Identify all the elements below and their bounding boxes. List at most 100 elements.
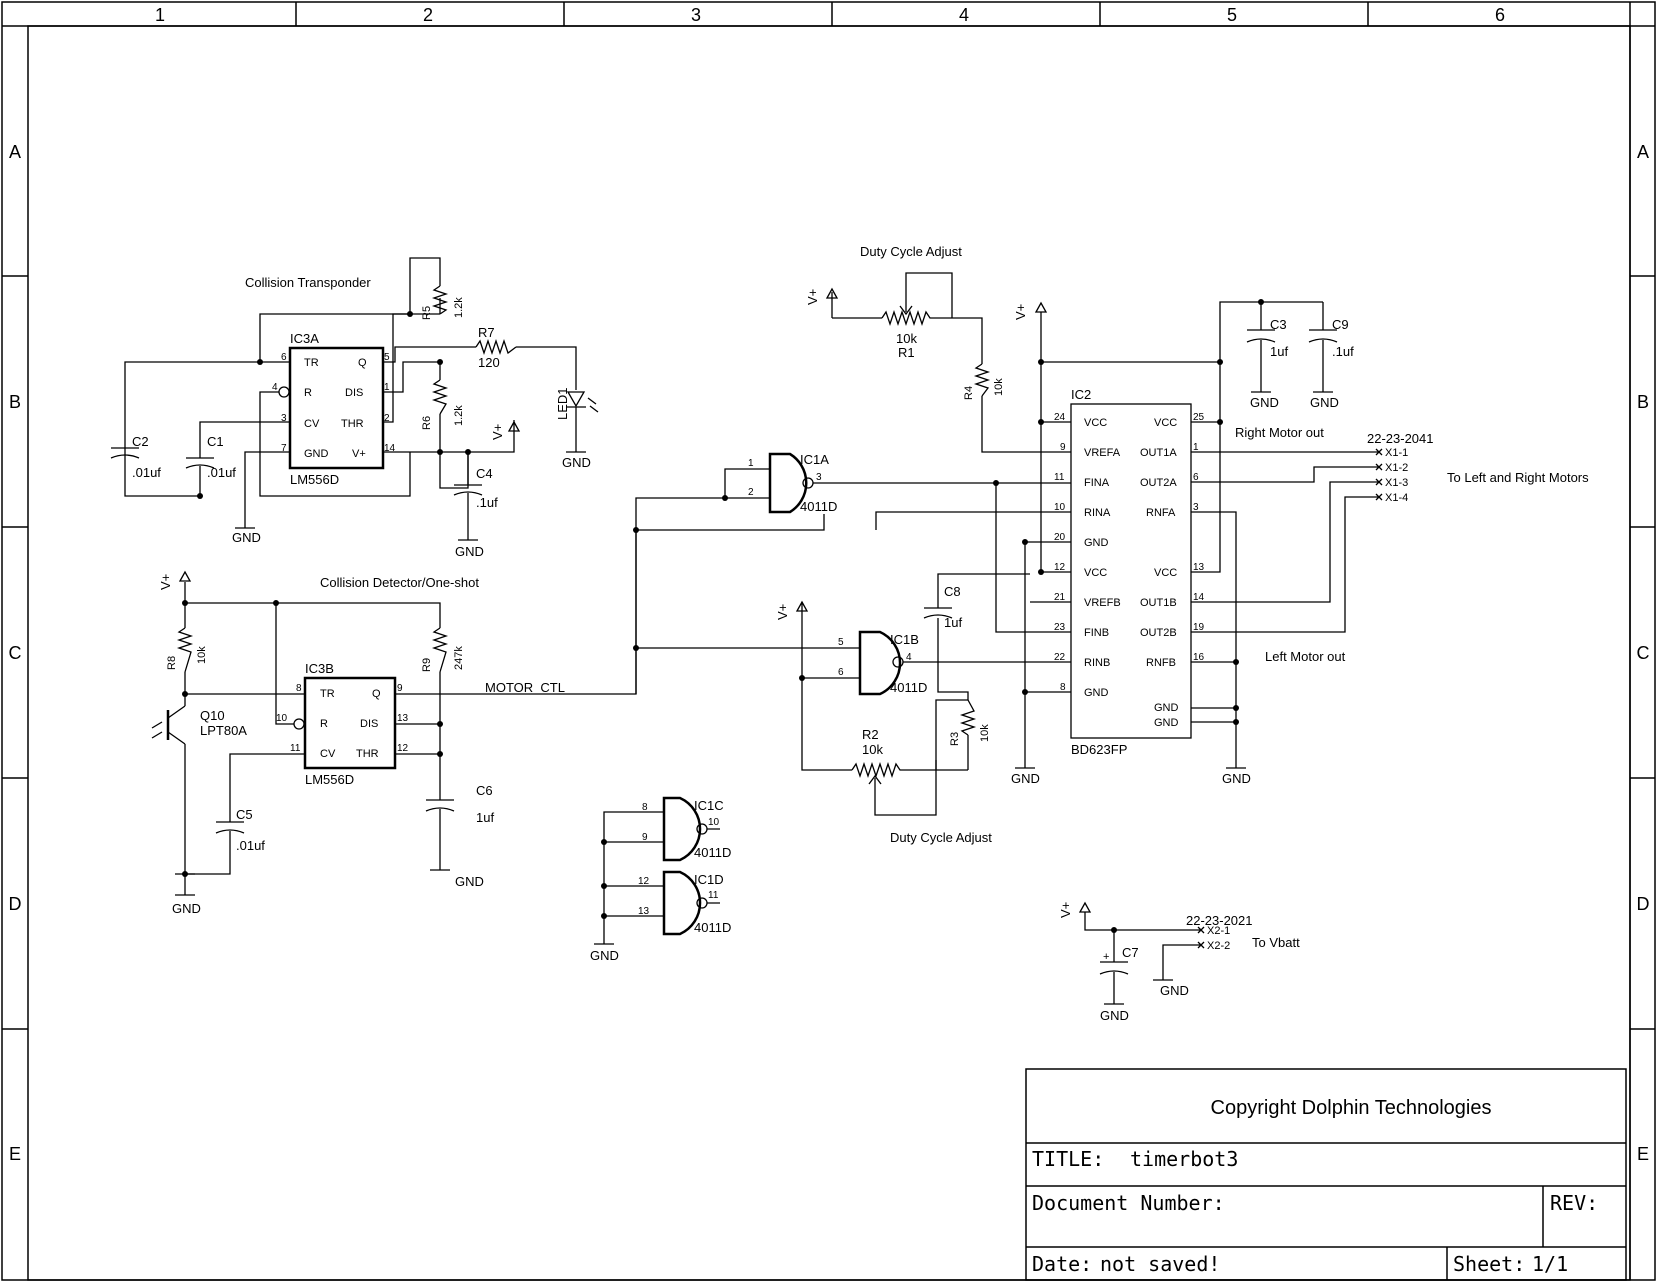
vplus-label-2: V+ bbox=[158, 574, 173, 590]
ic1d-out: 11 bbox=[708, 890, 719, 901]
ic2-pin-l4: GND bbox=[1084, 537, 1109, 549]
gnd-symbols-mid: GND GND bbox=[172, 869, 484, 916]
ic2-ref: IC2 bbox=[1071, 387, 1091, 402]
r3-ref: R3 bbox=[949, 732, 961, 746]
capacitor-c4: C4 .1uf bbox=[453, 452, 498, 540]
col-2: 2 bbox=[423, 5, 433, 25]
c5-value: .01uf bbox=[236, 838, 265, 853]
ic3b-num-13: 13 bbox=[397, 713, 409, 724]
title-value: timerbot3 bbox=[1130, 1147, 1238, 1171]
ic2-num-l1: 9 bbox=[1060, 442, 1066, 453]
vplus-gate: V+ bbox=[775, 600, 809, 620]
ic3a-part: LM556D bbox=[290, 472, 339, 487]
potentiometer-r2: R2 10k bbox=[851, 727, 937, 816]
x1-pin-4: X1-4 bbox=[1385, 492, 1408, 504]
x2-pin-2: X2-2 bbox=[1207, 940, 1230, 952]
ic1b-part: 4011D bbox=[890, 680, 927, 695]
ic2-pin-l7: FINB bbox=[1084, 627, 1109, 639]
ic1a-ref: IC1A bbox=[800, 452, 829, 467]
gnd-label-4: GND bbox=[172, 901, 201, 916]
x1-pin-1: X1-1 bbox=[1385, 447, 1408, 459]
ic3a-pin-r: R bbox=[304, 387, 312, 399]
r1-value: 10k bbox=[896, 331, 917, 346]
ic3a-num-1: 1 bbox=[384, 382, 390, 393]
ic3b-pin-dis: DIS bbox=[360, 718, 378, 730]
ic3b-pin-r: R bbox=[320, 718, 328, 730]
q10-ref: Q10 bbox=[200, 708, 225, 723]
capacitor-c6: C6 1uf bbox=[425, 783, 494, 825]
r6-ref: R6 bbox=[421, 416, 433, 430]
ic1d-in2: 13 bbox=[638, 906, 650, 917]
ic3b-ref: IC3B bbox=[305, 661, 334, 676]
gnd-symbols-top: GND GND GND bbox=[232, 450, 591, 559]
section-labels: Collision Transponder Collision Detector… bbox=[245, 244, 1589, 950]
r3-value: 10k bbox=[979, 724, 991, 742]
ic2-wires bbox=[875, 299, 1380, 768]
capacitor-c3: C3 1uf GND bbox=[1246, 317, 1288, 410]
ic2-pin-l5: VCC bbox=[1084, 567, 1107, 579]
rev-label: REV: bbox=[1550, 1191, 1598, 1215]
ic3b-num-11: 11 bbox=[290, 743, 301, 754]
label-collision-detector: Collision Detector/One-shot bbox=[320, 575, 479, 590]
ic3b-pin-cv: CV bbox=[320, 748, 336, 760]
x1-part: 22-23-2041 bbox=[1367, 431, 1434, 446]
ic3b-pin-thr: THR bbox=[356, 748, 379, 760]
svg-text:+: + bbox=[1103, 951, 1109, 963]
label-duty-cycle-top: Duty Cycle Adjust bbox=[860, 244, 962, 259]
ic2-num-r5: 14 bbox=[1193, 592, 1205, 603]
ic3a-pin-q: Q bbox=[358, 357, 367, 369]
resistor-r6: R6 1.2k bbox=[421, 379, 465, 430]
c1-value: .01uf bbox=[207, 465, 236, 480]
doc-number-label: Document Number: bbox=[1032, 1191, 1225, 1215]
capacitor-c8: C8 1uf bbox=[923, 573, 1030, 630]
gnd-label-9: GND bbox=[1011, 771, 1040, 786]
label-to-vbatt: To Vbatt bbox=[1252, 935, 1300, 950]
gnd-label-11: GND bbox=[1100, 1008, 1129, 1023]
title-block: Copyright Dolphin Technologies TITLE: ti… bbox=[1025, 1068, 1627, 1281]
ic3a-pin-vplus: V+ bbox=[352, 448, 366, 460]
r9-value: 247k bbox=[453, 646, 465, 670]
ic3b-part: LM556D bbox=[305, 772, 354, 787]
r8-value: 10k bbox=[196, 646, 208, 664]
gnd-label-1: GND bbox=[232, 530, 261, 545]
row-b-left: B bbox=[9, 392, 21, 412]
vplus-ic3a: V+ bbox=[490, 420, 521, 440]
led1-ref: LED1 bbox=[555, 387, 570, 420]
row-d-right: D bbox=[1637, 894, 1650, 914]
r7-ref: R7 bbox=[478, 325, 495, 340]
connector-x2: V+ + C7 GND GND 22-23-2021 X2-1 X2-2 bbox=[1058, 901, 1253, 1023]
ic2-pin-r7: RNFB bbox=[1146, 657, 1176, 669]
row-e-left: E bbox=[9, 1144, 21, 1164]
ic2-pin-r3: RNFA bbox=[1146, 507, 1176, 519]
c8-value: 1uf bbox=[944, 615, 962, 630]
ic2-num-r3: 3 bbox=[1193, 502, 1199, 513]
ic2-pins: VCC VREFA FINA RINA GND VCC VREFB FINB R… bbox=[1054, 412, 1205, 729]
x1-pin-2: X1-2 bbox=[1385, 462, 1408, 474]
ic2-num-l9: 8 bbox=[1060, 682, 1066, 693]
ic2-num-l2: 11 bbox=[1054, 472, 1065, 483]
vplus-label-6: V+ bbox=[1058, 902, 1073, 918]
c4-ref: C4 bbox=[476, 466, 493, 481]
ic1a-in1: 1 bbox=[748, 458, 754, 469]
label-duty-cycle-bottom: Duty Cycle Adjust bbox=[890, 830, 992, 845]
c9-value: .1uf bbox=[1332, 344, 1354, 359]
ic2-num-l3: 10 bbox=[1054, 502, 1066, 513]
row-d-left: D bbox=[9, 894, 22, 914]
resistor-r3: R3 10k bbox=[935, 628, 991, 771]
c8-ref: C8 bbox=[944, 584, 961, 599]
row-e-right: E bbox=[1637, 1144, 1649, 1164]
ic2-num-l8: 22 bbox=[1054, 652, 1066, 663]
vplus-label-1: V+ bbox=[490, 424, 505, 440]
resistor-r9: R9 247k bbox=[421, 627, 465, 673]
ic1b-out: 4 bbox=[906, 652, 912, 663]
r4-ref: R4 bbox=[963, 386, 975, 400]
ic1d-ref: IC1D bbox=[694, 872, 724, 887]
ic3a-num-14: 14 bbox=[384, 443, 396, 454]
ic1a-in2: 2 bbox=[748, 487, 754, 498]
label-collision-transponder: Collision Transponder bbox=[245, 275, 371, 290]
sheet-value: 1/1 bbox=[1532, 1252, 1568, 1276]
ic3b-pin-q: Q bbox=[372, 688, 381, 700]
sheet-label: Sheet: bbox=[1453, 1252, 1525, 1276]
ic1a-out: 3 bbox=[816, 472, 822, 483]
